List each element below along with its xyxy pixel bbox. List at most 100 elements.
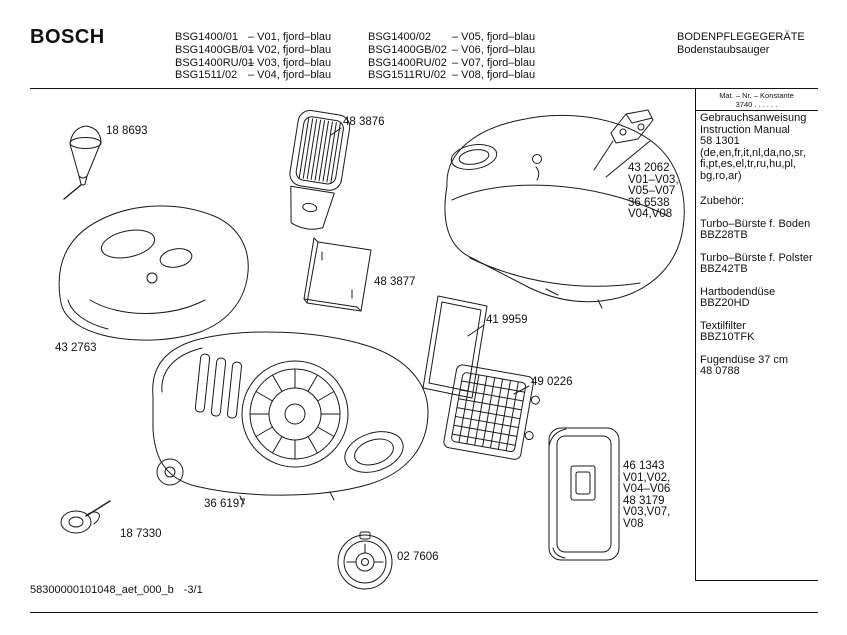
accessory-code: 48 0788 xyxy=(700,365,740,377)
model-variant: – V05, fjord–blau xyxy=(452,31,536,43)
manual-info: Gebrauchsanweisung Instruction Manual 58… xyxy=(700,112,820,182)
filter-grid-art xyxy=(443,364,540,460)
dust-bag-art xyxy=(548,427,620,561)
accessory-name: Turbo–Bürste f. Polster xyxy=(700,251,813,264)
manual-line: fi,pt,es,el,tr,ru,hu,pl, xyxy=(700,158,796,170)
accessory-name: Turbo–Bürste f. Boden xyxy=(700,217,811,230)
model-name: BSG1400GB/01 xyxy=(175,43,254,56)
part-number: 49 0226 xyxy=(531,376,573,388)
leader-line xyxy=(330,127,342,136)
model-variant: – V04, fjord–blau xyxy=(248,69,332,82)
part-number: 48 3179 xyxy=(623,494,665,507)
model-name: BSG1511/02 xyxy=(175,69,238,82)
model-name: BSG1511RU/02 xyxy=(368,69,447,82)
model-line: BSG1511RU/02 – V08, fjord–blau xyxy=(368,69,535,82)
model-name: BSG1400/02 xyxy=(368,31,431,43)
part-label-432763: 43 2763 xyxy=(55,342,97,355)
part-number: 02 7606 xyxy=(397,551,439,563)
sidebar-bottom-rule xyxy=(695,580,818,581)
variant-range: V04–V06 xyxy=(623,483,671,495)
document-number: 58300000101048_aet_000_b xyxy=(30,584,174,596)
model-name: BSG1400RU/01 xyxy=(175,56,254,69)
model-line: BSG1511/02 – V04, fjord–blau xyxy=(175,69,331,82)
header-divider xyxy=(30,88,818,89)
brand-logo: BOSCH xyxy=(30,26,105,48)
model-list-col2: BSG1400/02 – V05, fjord–blau BSG1400GB/0… xyxy=(368,31,535,82)
part-label-027606: 02 7606 xyxy=(397,551,439,564)
part-number: 36 6538 xyxy=(628,196,670,209)
model-line: BSG1400GB/02 – V06, fjord–blau xyxy=(368,44,535,57)
model-name: BSG1400/01 xyxy=(175,31,238,43)
device-category: BODENPFLEGEGERÄTE Bodenstaubsauger xyxy=(677,31,805,56)
model-variant: – V01, fjord–blau xyxy=(248,31,332,43)
page-number: -3/1 xyxy=(183,584,203,596)
leader-line xyxy=(593,140,651,178)
part-number: 48 3877 xyxy=(374,276,416,288)
part-label-187330: 18 7330 xyxy=(120,528,162,541)
category-title: BODENPFLEGEGERÄTE xyxy=(677,31,805,43)
model-line: BSG1400/02 – V05, fjord–blau xyxy=(368,31,535,44)
part-label-188693: 18 8693 xyxy=(106,125,148,138)
part-number: 18 7330 xyxy=(120,528,162,540)
wheel-art xyxy=(337,531,393,590)
category-subtitle: Bodenstaubsauger xyxy=(677,43,770,56)
part-number: 43 2763 xyxy=(55,342,97,354)
part-label-483876: 48 3876 xyxy=(343,116,385,129)
cone-nozzle-art xyxy=(63,125,102,200)
variant-range: V01,V02, xyxy=(623,471,671,484)
mat-box-underline xyxy=(695,110,818,111)
material-number-value: 3740 . . . . . . xyxy=(735,100,778,109)
part-label-483877: 48 3877 xyxy=(374,276,416,289)
model-name: BSG1400GB/02 xyxy=(368,43,447,56)
accessory-code: BBZ20HD xyxy=(700,297,750,309)
part-number: 43 2062 xyxy=(628,162,670,174)
part-label-490226: 49 0226 xyxy=(531,376,573,389)
manual-line: Gebrauchsanweisung xyxy=(700,112,807,124)
accessory-item: Turbo–Bürste f. Polster BBZ42TB xyxy=(700,251,820,276)
footer: 58300000101048_aet_000_b -3/1 xyxy=(30,584,203,596)
manual-line: 58 1301 xyxy=(700,135,740,147)
upper-housing-art xyxy=(58,205,249,341)
cover-clip-art xyxy=(610,109,654,144)
leader-line xyxy=(513,385,530,395)
accessories-sidebar: Gebrauchsanweisung Instruction Manual 58… xyxy=(700,112,820,378)
part-label-461343: 46 1343 V01,V02, V04–V06 48 3179 V03,V07… xyxy=(623,460,671,530)
part-number: 41 9959 xyxy=(486,314,528,326)
footer-divider xyxy=(30,612,818,613)
model-variant: – V02, fjord–blau xyxy=(248,43,332,56)
accessory-item: Hartbodendüse BBZ20HD xyxy=(700,285,820,310)
variant-range: V03,V07, xyxy=(623,506,671,518)
model-name: BSG1400RU/02 xyxy=(368,56,447,69)
model-variant: – V06, fjord–blau xyxy=(452,43,536,56)
accessory-name: Fugendüse 37 cm xyxy=(700,353,789,366)
model-list-col1: BSG1400/01 – V01, fjord–blau BSG1400GB/0… xyxy=(175,31,331,82)
castor-roller-art xyxy=(60,500,111,534)
model-variant: – V08, fjord–blau xyxy=(452,69,536,82)
accessories-title: Zubehör: xyxy=(700,195,745,207)
variant-range: V08 xyxy=(623,517,644,530)
part-number: 48 3876 xyxy=(343,116,385,128)
model-line: BSG1400/01 – V01, fjord–blau xyxy=(175,31,331,44)
variant-range: V04,V08 xyxy=(628,208,673,220)
accessory-code: BBZ28TB xyxy=(700,229,748,241)
model-variant: – V07, fjord–blau xyxy=(452,56,536,69)
top-cover-art xyxy=(444,114,685,309)
model-variant: – V03, fjord–blau xyxy=(248,56,332,69)
accessory-item: Fugendüse 37 cm 48 0788 xyxy=(700,353,820,378)
part-number: 46 1343 xyxy=(623,460,665,472)
main-body-art xyxy=(152,331,429,505)
exhaust-grille-art xyxy=(289,110,351,230)
sidebar-divider xyxy=(695,88,696,580)
accessory-code: BBZ42TB xyxy=(700,263,748,275)
part-label-366197: 36 6197 xyxy=(204,498,246,511)
accessory-item: Textilfilter BBZ10TFK xyxy=(700,319,820,344)
leader-line xyxy=(467,324,485,337)
part-label-419959: 41 9959 xyxy=(486,314,528,327)
accessory-code: BBZ10TFK xyxy=(700,331,755,343)
accessory-name: Textilfilter xyxy=(700,319,746,332)
accessory-name: Hartbodendüse xyxy=(700,285,776,298)
manual-line: (de,en,fr,it,nl,da,no,sr, xyxy=(700,146,806,159)
variant-range: V05–V07 xyxy=(628,185,676,197)
model-line: BSG1400RU/02 – V07, fjord–blau xyxy=(368,57,535,70)
